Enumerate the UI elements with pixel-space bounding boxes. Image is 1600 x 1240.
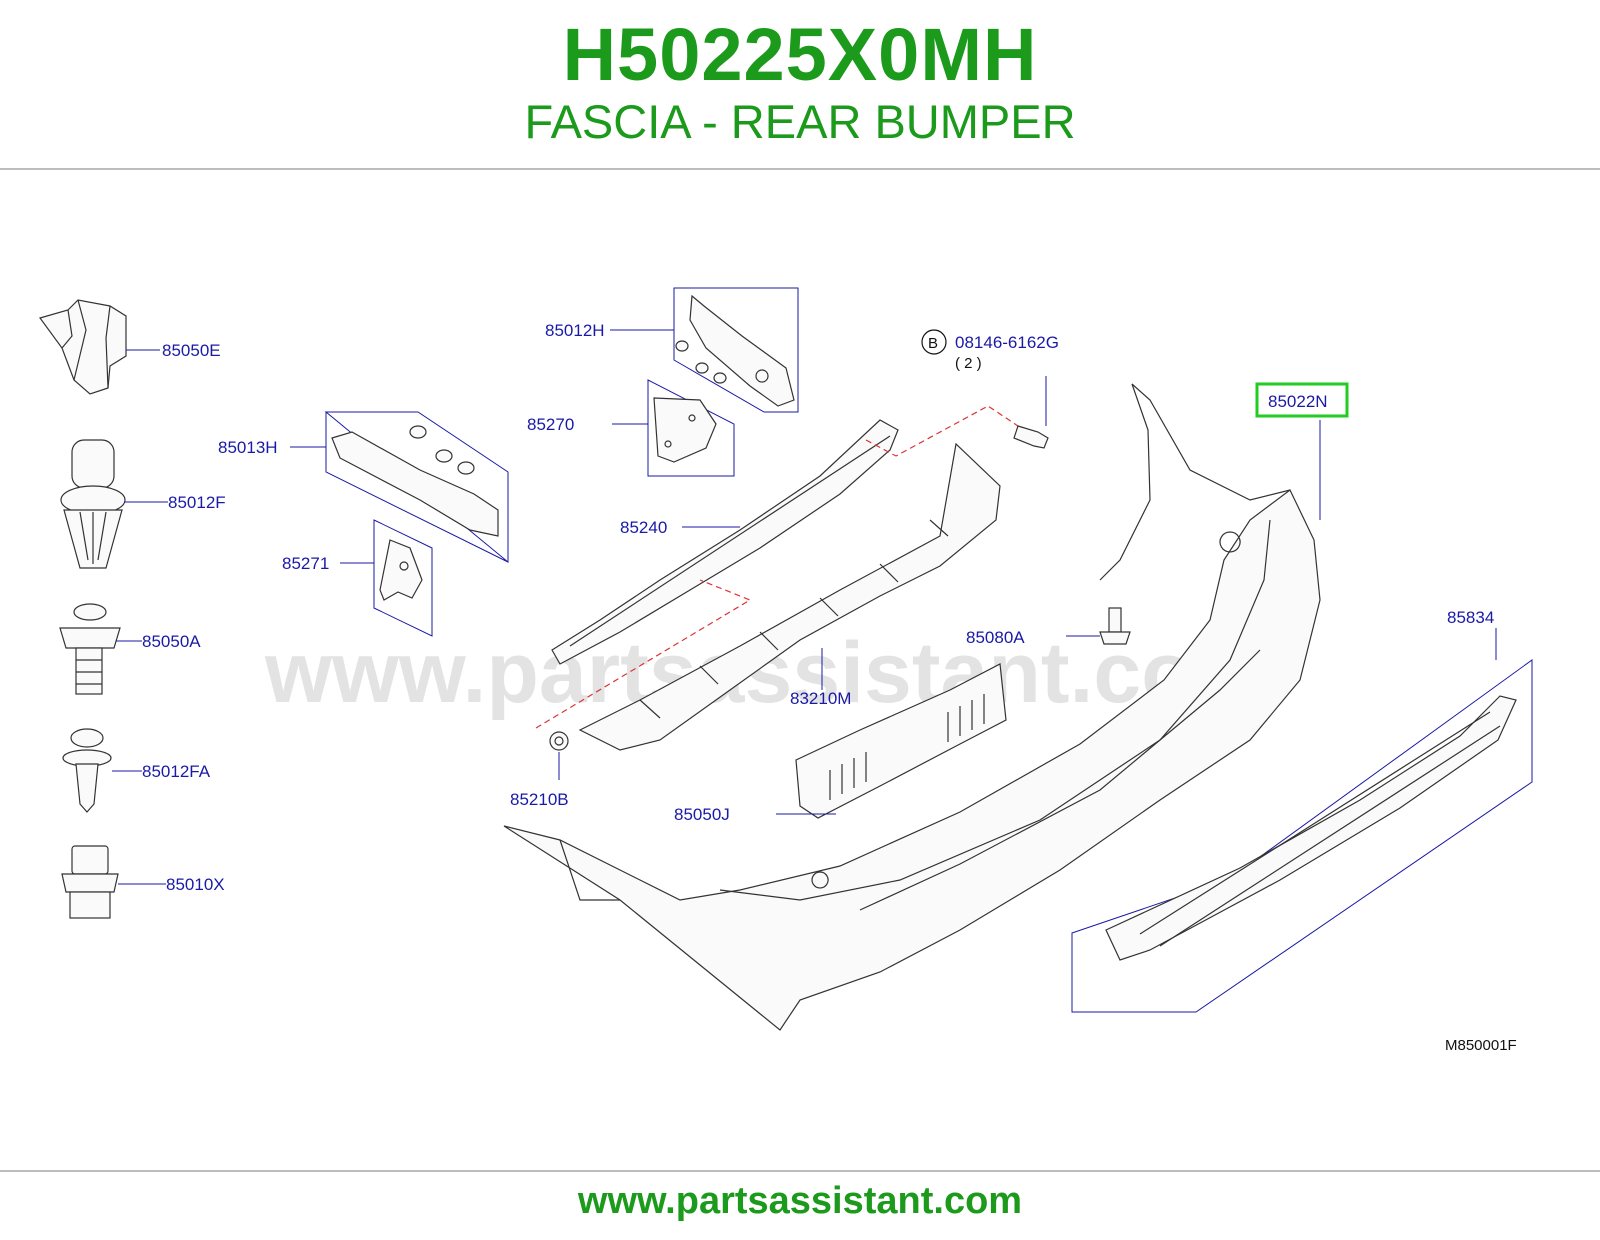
callout-85270[interactable]: 85270	[527, 415, 574, 434]
bracket-85271	[373, 519, 433, 637]
clip-85050e-drawing	[39, 299, 127, 395]
bolt-08146-drawing	[1013, 425, 1049, 449]
callout-85012h[interactable]: 85012H	[545, 321, 605, 340]
header-divider	[0, 168, 1600, 170]
callout-85013h[interactable]: 85013H	[218, 438, 278, 457]
page-header: H50225X0MH FASCIA - REAR BUMPER	[0, 0, 1600, 170]
callout-85012fa[interactable]: 85012FA	[142, 762, 211, 781]
bracket-85012h	[673, 287, 799, 413]
callout-85010x[interactable]: 85010X	[166, 875, 225, 894]
callout-85834[interactable]: 85834	[1447, 608, 1494, 627]
bolt-quantity: ( 2 )	[955, 355, 982, 372]
absorber-83210m-drawing	[578, 442, 1001, 751]
clip-85012fa-drawing	[62, 728, 112, 813]
side-bracket-85012h-drawing	[675, 294, 795, 407]
callout-85012f[interactable]: 85012F	[168, 493, 226, 512]
figure-code: M850001F	[1445, 1037, 1517, 1054]
callout-85240[interactable]: 85240	[620, 518, 667, 537]
nut-85210b-drawing	[549, 731, 569, 751]
alignment-line-left	[535, 579, 752, 729]
part-number-title: H50225X0MH	[562, 13, 1038, 96]
reinforcement-85240-drawing	[551, 419, 899, 665]
footer-url[interactable]: www.partsassistant.com	[577, 1180, 1023, 1222]
side-bracket-85013h-drawing	[331, 425, 499, 537]
grille-85834-drawing	[1105, 695, 1517, 961]
highlight-85022n	[1255, 382, 1349, 418]
footer-divider	[0, 1170, 1600, 1172]
callout-83210m[interactable]: 83210M	[790, 689, 851, 708]
bolt-badge-circle	[921, 329, 947, 355]
bumper-fascia-85022n-drawing	[503, 383, 1321, 1031]
absorber-85050j-drawing	[795, 663, 1007, 819]
alignment-line-right	[865, 405, 1025, 457]
grommet-85050a-drawing	[59, 603, 121, 695]
bolt-85080a-drawing	[1099, 607, 1131, 645]
callout-08146-6162g[interactable]: 08146-6162G	[955, 333, 1059, 352]
bolt-badge-letter: B	[928, 335, 938, 352]
part-description: FASCIA - REAR BUMPER	[524, 95, 1076, 148]
callout-85080a[interactable]: 85080A	[966, 628, 1025, 647]
clip-85010x-drawing	[61, 845, 119, 919]
stay-85270-drawing	[653, 397, 717, 463]
callout-85050a[interactable]: 85050A	[142, 632, 201, 651]
callout-85050j[interactable]: 85050J	[674, 805, 730, 824]
callout-85271[interactable]: 85271	[282, 554, 329, 573]
clip-85012f-drawing	[60, 439, 126, 569]
callout-85050e[interactable]: 85050E	[162, 341, 221, 360]
callout-85210b[interactable]: 85210B	[510, 790, 569, 809]
stay-85271-drawing	[379, 539, 423, 601]
callout-85022n[interactable]: 85022N	[1268, 392, 1328, 411]
